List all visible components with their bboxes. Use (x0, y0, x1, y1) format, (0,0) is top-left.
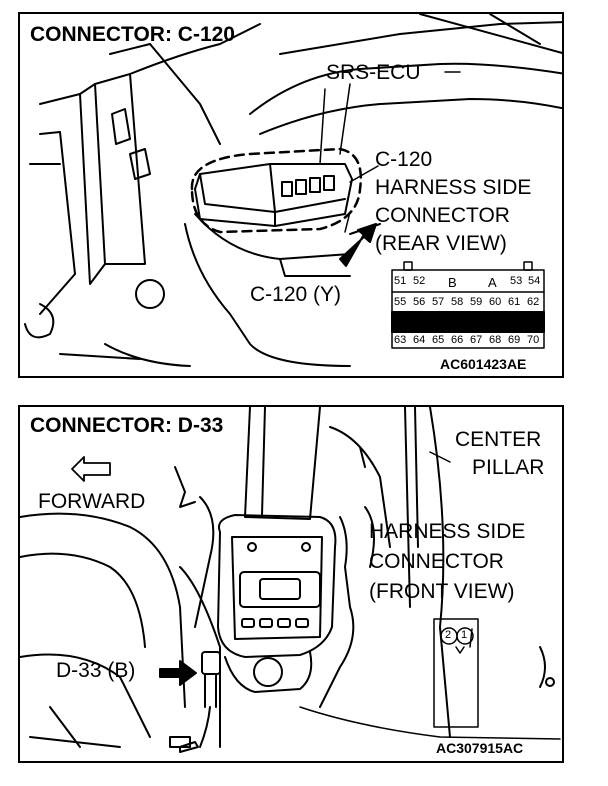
pin-label: 69 (508, 334, 521, 346)
harness-label-line-1: C-120 (375, 148, 433, 171)
panel-title: CONNECTOR: D-33 (30, 414, 224, 437)
pin-label: 63 (394, 334, 407, 346)
pin-label: 2 (445, 629, 452, 641)
pin-label: 53 (510, 275, 523, 287)
pin-label: 68 (489, 334, 502, 346)
seatbelt-line-drawing (20, 407, 561, 753)
pin-label: 60 (489, 296, 502, 308)
pin-label: 52 (413, 275, 426, 287)
pillar-label-line-1: CENTER (455, 428, 542, 451)
srs-ecu-line-drawing (24, 14, 562, 367)
forward-arrow-icon (71, 456, 111, 482)
pin-label: 58 (451, 296, 464, 308)
harness-label-line-3: (FRONT VIEW) (369, 580, 515, 603)
connector-label: C-120 (Y) (250, 283, 342, 306)
figure-code: AC307915AC (436, 740, 524, 756)
harness-label-line-4: (REAR VIEW) (375, 232, 507, 255)
connector-label: D-33 (B) (56, 659, 136, 682)
pillar-label-line-2: PILLAR (472, 456, 545, 479)
pin-label: 61 (508, 296, 521, 308)
pin-label: 51 (394, 275, 407, 287)
connector-d33-panel: CONNECTOR: D-33 FORWARD CENTER PILLAR HA… (18, 405, 564, 763)
pin-label: 66 (451, 334, 464, 346)
pin-label: 57 (432, 296, 445, 308)
figure-code: AC601423AE (440, 356, 527, 372)
pin-label: 55 (394, 296, 407, 308)
pin-label: 59 (470, 296, 483, 308)
srs-ecu-label: SRS-ECU (326, 61, 421, 84)
forward-label: FORWARD (38, 490, 146, 513)
pin-label: 62 (527, 296, 540, 308)
pin-label: 64 (413, 334, 426, 346)
pin-label: 1 (461, 629, 468, 641)
pin-label: 67 (470, 334, 483, 346)
connector-c120-panel: CONNECTOR: C-120 SRS-ECU C-120 HARNESS S… (18, 12, 564, 378)
panel-title: CONNECTOR: C-120 (30, 23, 235, 46)
pin-label: 56 (413, 296, 426, 308)
pin-label: 54 (528, 275, 541, 287)
pin-label: A (488, 275, 497, 290)
pin-label: B (448, 275, 457, 290)
harness-label-line-3: CONNECTOR (375, 204, 510, 227)
harness-label-line-2: HARNESS SIDE (375, 176, 532, 199)
harness-label-line-2: CONNECTOR (369, 550, 504, 573)
pin-label: 70 (527, 334, 540, 346)
pin-label: 65 (432, 334, 445, 346)
harness-label-line-1: HARNESS SIDE (369, 520, 526, 543)
